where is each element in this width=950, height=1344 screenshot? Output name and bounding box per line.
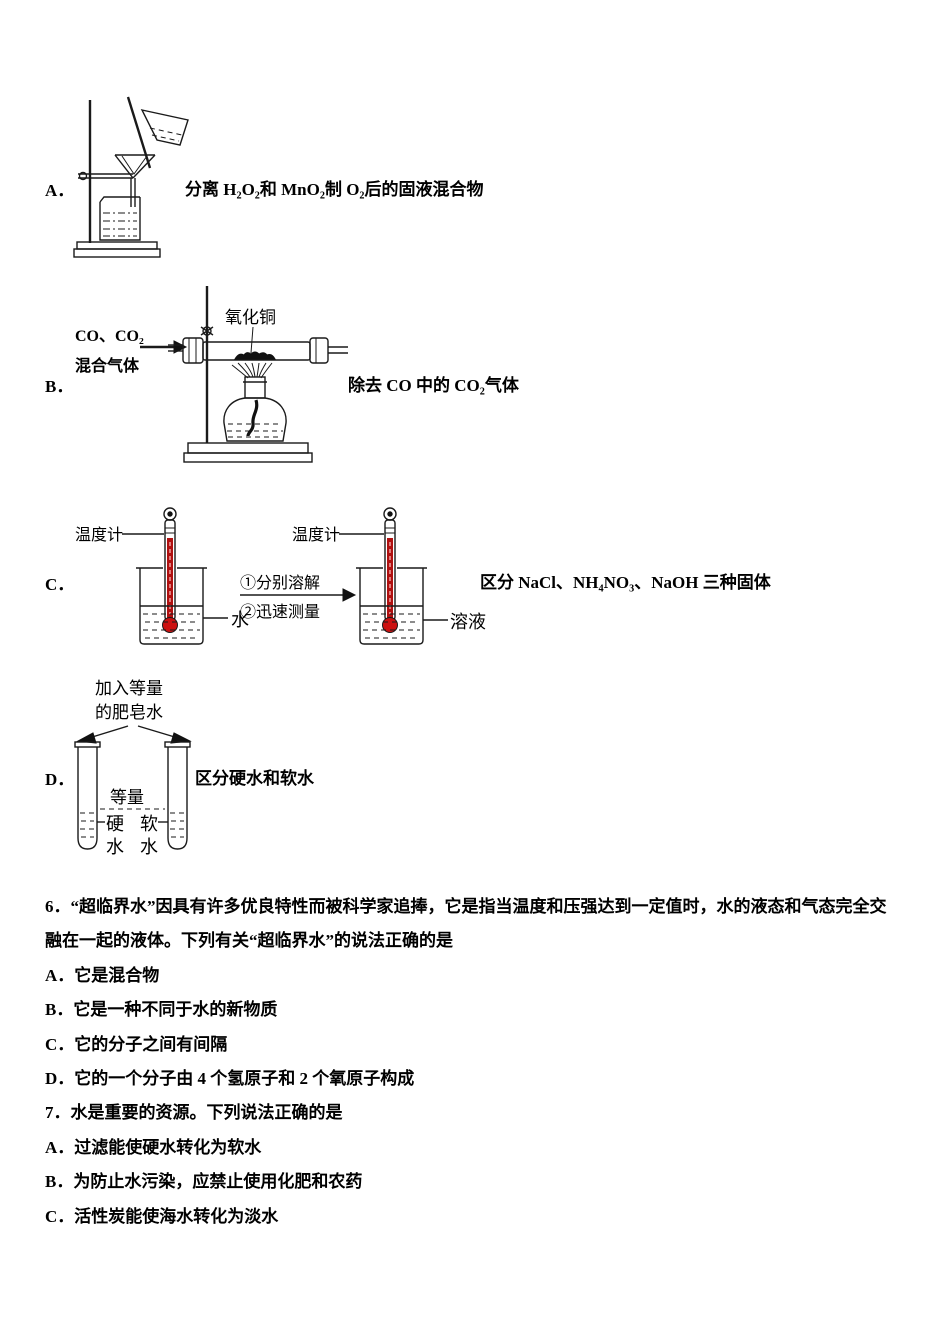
gas-mixture-label-line1: CO、CO₂ [75,328,144,345]
question-text-block: 6．“超临界水”因具有许多优良特性而被科学家追捧，它是指当温度和压强达到一定值时… [45,890,925,1234]
option-b-description: 除去 CO 中的 CO₂气体 [348,376,519,395]
soap-label-line2: 的肥皂水 [95,703,163,722]
alcohol-lamp [223,376,287,442]
equal-amount-label: 等量 [110,788,144,807]
right-beaker [356,567,427,645]
left-thermometer-label: 温度计 [75,526,123,544]
question6-option-c: C．它的分子之间有间隔 [45,1034,228,1054]
pouring-beaker [140,109,189,146]
apparatus-c-diagram-thermometers: 温度计 水 ①分别溶解 ②迅速测量 [75,507,486,645]
glass-rod [126,96,152,169]
left-add-arrow-icon [76,725,129,744]
option-c-description: 区分 NaCl、NH₄NO₃、NaOH 三种固体 [480,573,771,592]
hard-water-label-bottom: 水 [106,837,124,857]
left-test-tube [74,741,101,850]
option-c-label: C． [45,575,75,594]
question6-option-d: D．它的一个分子由 4 个氢原子和 2 个氧原子构成 [45,1069,415,1089]
option-b-label: B． [45,377,74,396]
gas-mixture-label-line2: 混合气体 [75,358,140,375]
option-a-label: A． [45,181,75,200]
soft-water-label-top: 软 [140,814,158,834]
hard-water-label-top: 硬 [106,814,124,834]
step1-label: ①分别溶解 [240,574,320,592]
step2-label: ②迅速测量 [240,603,320,621]
question7-option-b: B．为防止水污染，应禁止使用化肥和农药 [45,1172,363,1192]
question6-stem-line1: 6．“超临界水”因具有许多优良特性而被科学家追捧，它是指当温度和压强达到一定值时… [45,897,887,916]
flame-icon [231,362,273,379]
question7-option-a: A．过滤能使硬水转化为软水 [45,1137,262,1157]
right-add-arrow-icon [137,725,192,744]
solution-label: 溶液 [450,612,486,632]
process-arrow-icon [240,588,357,602]
left-thermometer [162,507,178,633]
left-beaker [136,567,207,645]
option-d-label: D． [45,770,75,789]
question7-option-c: C．活性炭能使海水转化为淡水 [45,1206,279,1226]
tube-content-label: 氧化铜 [225,308,276,327]
copper-oxide-pointer-line [250,326,254,354]
right-thermometer-label: 温度计 [292,526,340,544]
glass-tube [168,337,348,364]
option-a-description: 分离 H₂O₂和 MnO₂制 O₂后的固液混合物 [185,180,484,199]
funnel [114,154,156,207]
soft-water-label-bottom: 水 [140,837,158,857]
question6-stem-line2: 融在一起的液体。下列有关“超临界水”的说法正确的是 [45,931,453,951]
copper-oxide-powder [234,351,276,360]
option-d-description: 区分硬水和软水 [195,769,314,788]
water-label: 水 [231,610,249,630]
iron-stand [73,100,161,258]
gas-flow-arrow-icon [140,340,188,354]
question6-option-b: B．它是一种不同于水的新物质 [45,1000,278,1020]
soap-label-line1: 加入等量 [95,679,163,698]
iron-stand [183,286,313,463]
question7-stem: 7．水是重要的资源。下列说法正确的是 [45,1103,343,1123]
right-test-tube [164,741,191,850]
apparatus-d-diagram-test-tubes: 加入等量 的肥皂水 等量 硬 水 软 [74,679,192,857]
receiving-beaker [99,196,141,241]
apparatus-a-diagram-filtration [73,96,189,258]
right-thermometer [382,507,398,633]
question6-option-a: A．它是混合物 [45,965,160,985]
apparatus-b-diagram-gas-tube: 氧化铜 [140,286,348,463]
